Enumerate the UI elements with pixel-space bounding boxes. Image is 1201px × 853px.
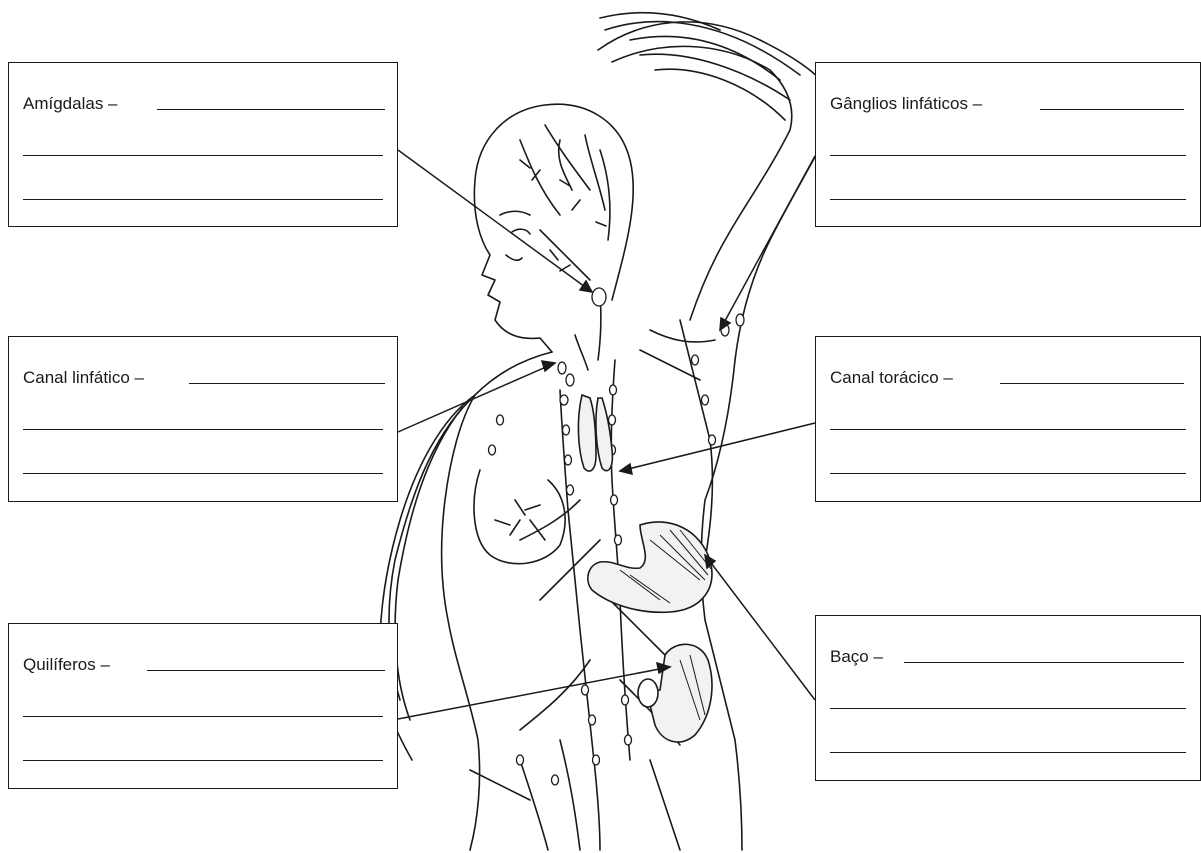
- spleen-organ: [588, 522, 712, 612]
- ganglios-blank-line-2[interactable]: [830, 199, 1186, 200]
- amigdalas-blank-line-2[interactable]: [23, 199, 383, 200]
- quiliferos-blank-inline[interactable]: [147, 670, 385, 671]
- quiliferos-answer-box: Quilíferos –: [8, 623, 398, 789]
- amigdalas-answer-box: Amígdalas –: [8, 62, 398, 227]
- raised-arm-inner: [612, 46, 792, 320]
- canal-toracico-blank-inline[interactable]: [1000, 383, 1184, 384]
- amigdalas-label: Amígdalas –: [23, 94, 118, 114]
- thymus-left-lobe: [578, 395, 596, 471]
- canal-linfatico-answer-box: Canal linfático –: [8, 336, 398, 502]
- baco-blank-line-1[interactable]: [830, 708, 1186, 709]
- baco-blank-line-2[interactable]: [830, 752, 1186, 753]
- quiliferos-blank-line-1[interactable]: [23, 716, 383, 717]
- canal-toracico-blank-line-1[interactable]: [830, 429, 1186, 430]
- quiliferos-label: Quilíferos –: [23, 655, 110, 675]
- torso-left-outline: [442, 352, 552, 850]
- ganglios-answer-box: Gânglios linfáticos –: [815, 62, 1201, 227]
- amigdalas-blank-line-1[interactable]: [23, 155, 383, 156]
- thymus-right-lobe: [596, 398, 612, 471]
- breast-outline: [474, 470, 565, 564]
- canal-linfatico-blank-line-2[interactable]: [23, 473, 383, 474]
- baco-label: Baço –: [830, 647, 883, 667]
- canal-toracico-answer-box: Canal torácico –: [815, 336, 1201, 502]
- amigdalas-blank-inline[interactable]: [157, 109, 385, 110]
- canal-toracico-blank-line-2[interactable]: [830, 473, 1186, 474]
- canal-linfatico-label: Canal linfático –: [23, 368, 144, 388]
- canal-toracico-label: Canal torácico –: [830, 368, 953, 388]
- ganglios-blank-inline[interactable]: [1040, 109, 1184, 110]
- ganglios-label: Gânglios linfáticos –: [830, 94, 982, 114]
- canal-linfatico-blank-line-1[interactable]: [23, 429, 383, 430]
- baco-answer-box: Baço –: [815, 615, 1201, 781]
- baco-blank-inline[interactable]: [904, 662, 1184, 663]
- quiliferos-blank-line-2[interactable]: [23, 760, 383, 761]
- raised-arm-outline: [598, 22, 840, 360]
- ganglios-blank-line-1[interactable]: [830, 155, 1186, 156]
- canal-linfatico-blank-inline[interactable]: [189, 383, 385, 384]
- torso-right-outline: [701, 360, 742, 850]
